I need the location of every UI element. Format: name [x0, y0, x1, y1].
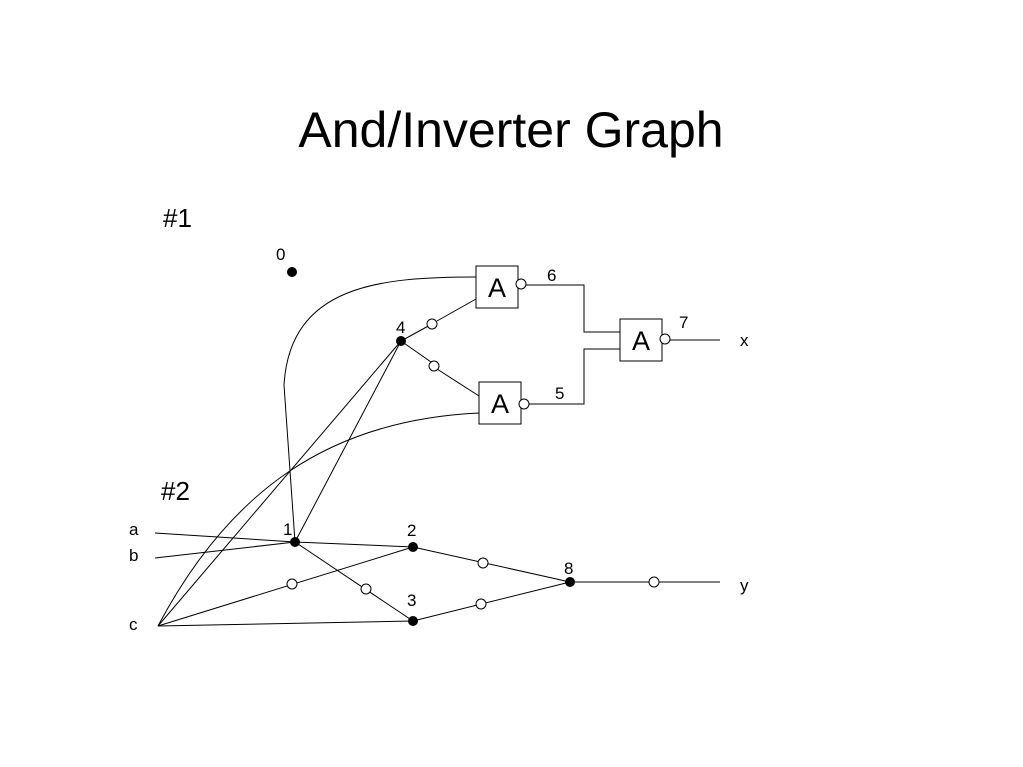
- node-3: [408, 616, 418, 626]
- node-2: [408, 542, 418, 552]
- and-gate-5: [478, 381, 522, 425]
- wire-node4-to-gate6-inverter: [400, 323, 433, 342]
- wire-node3-to-node8: [412, 581, 571, 622]
- inverter-bubble-edge-4-5: [428, 360, 440, 372]
- node-8: [565, 577, 575, 587]
- inverter-bubble-gate7-output: [659, 333, 671, 345]
- wire-node4-to-node1: [294, 340, 402, 543]
- wire-gate5-to-gate7: [529, 348, 620, 405]
- node-label-0: 0: [276, 245, 285, 264]
- input-label-b: b: [129, 546, 138, 565]
- wire-node1-to-node2: [294, 541, 414, 548]
- node-label-5: 5: [555, 384, 564, 403]
- node-label-6: 6: [547, 266, 556, 285]
- and-gate-7-label: A: [632, 326, 650, 356]
- wire-a-to-node1: [154, 532, 296, 543]
- inverter-bubble-gate6-output: [515, 278, 527, 290]
- output-label-y: y: [740, 576, 749, 595]
- constant-node-0: [287, 267, 297, 277]
- inverter-bubble-edge-3-8: [475, 598, 487, 610]
- inverter-bubble-gate5-output: [518, 398, 530, 410]
- inverter-bubble-edge-4-6: [426, 318, 438, 330]
- inverter-bubble-edge-c-2: [286, 578, 298, 590]
- input-label-c: c: [129, 615, 138, 634]
- and-gate-7: [619, 318, 663, 362]
- wire-c-to-gate6: [283, 276, 477, 543]
- inverter-bubble-edge-1-3: [360, 583, 372, 595]
- wire-inverter-to-gate6: [436, 298, 477, 322]
- graph-2: a b c 1 2 3 8 y: [129, 520, 749, 634]
- inverter-bubble-output-y: [648, 576, 660, 588]
- wire-node2-to-node8: [412, 546, 571, 583]
- wire-inverter-to-gate5: [436, 368, 480, 397]
- wire-gate6-to-gate7: [526, 284, 620, 333]
- node-label-4: 4: [396, 318, 405, 337]
- wire-b-to-node1: [154, 541, 296, 559]
- wire-c-to-gate5: [157, 412, 480, 627]
- wire-node4-to-gate5-inverter: [400, 340, 432, 363]
- and-gate-6-label: A: [488, 273, 506, 303]
- node-label-8: 8: [564, 559, 573, 578]
- node-1: [290, 537, 300, 547]
- section-label-1: #1: [163, 203, 192, 233]
- node-label-3: 3: [407, 591, 416, 610]
- output-label-x: x: [740, 331, 749, 350]
- node-4: [396, 336, 406, 346]
- node-label-1: 1: [283, 520, 292, 539]
- section-label-2: #2: [161, 476, 190, 506]
- page-title: And/Inverter Graph: [298, 102, 723, 158]
- node-label-7: 7: [679, 313, 688, 332]
- and-gate-5-label: A: [491, 389, 509, 419]
- wire-node4-to-c: [157, 340, 402, 627]
- wire-c-to-node3: [157, 620, 414, 627]
- wire-node1-to-node3: [294, 541, 414, 622]
- node-label-2: 2: [407, 521, 416, 540]
- inverter-bubble-edge-2-8: [477, 557, 489, 569]
- input-label-a: a: [129, 520, 139, 539]
- graph-1: A A A 0 4 6 5 7 x: [157, 245, 749, 627]
- wire-c-to-node2: [157, 546, 414, 627]
